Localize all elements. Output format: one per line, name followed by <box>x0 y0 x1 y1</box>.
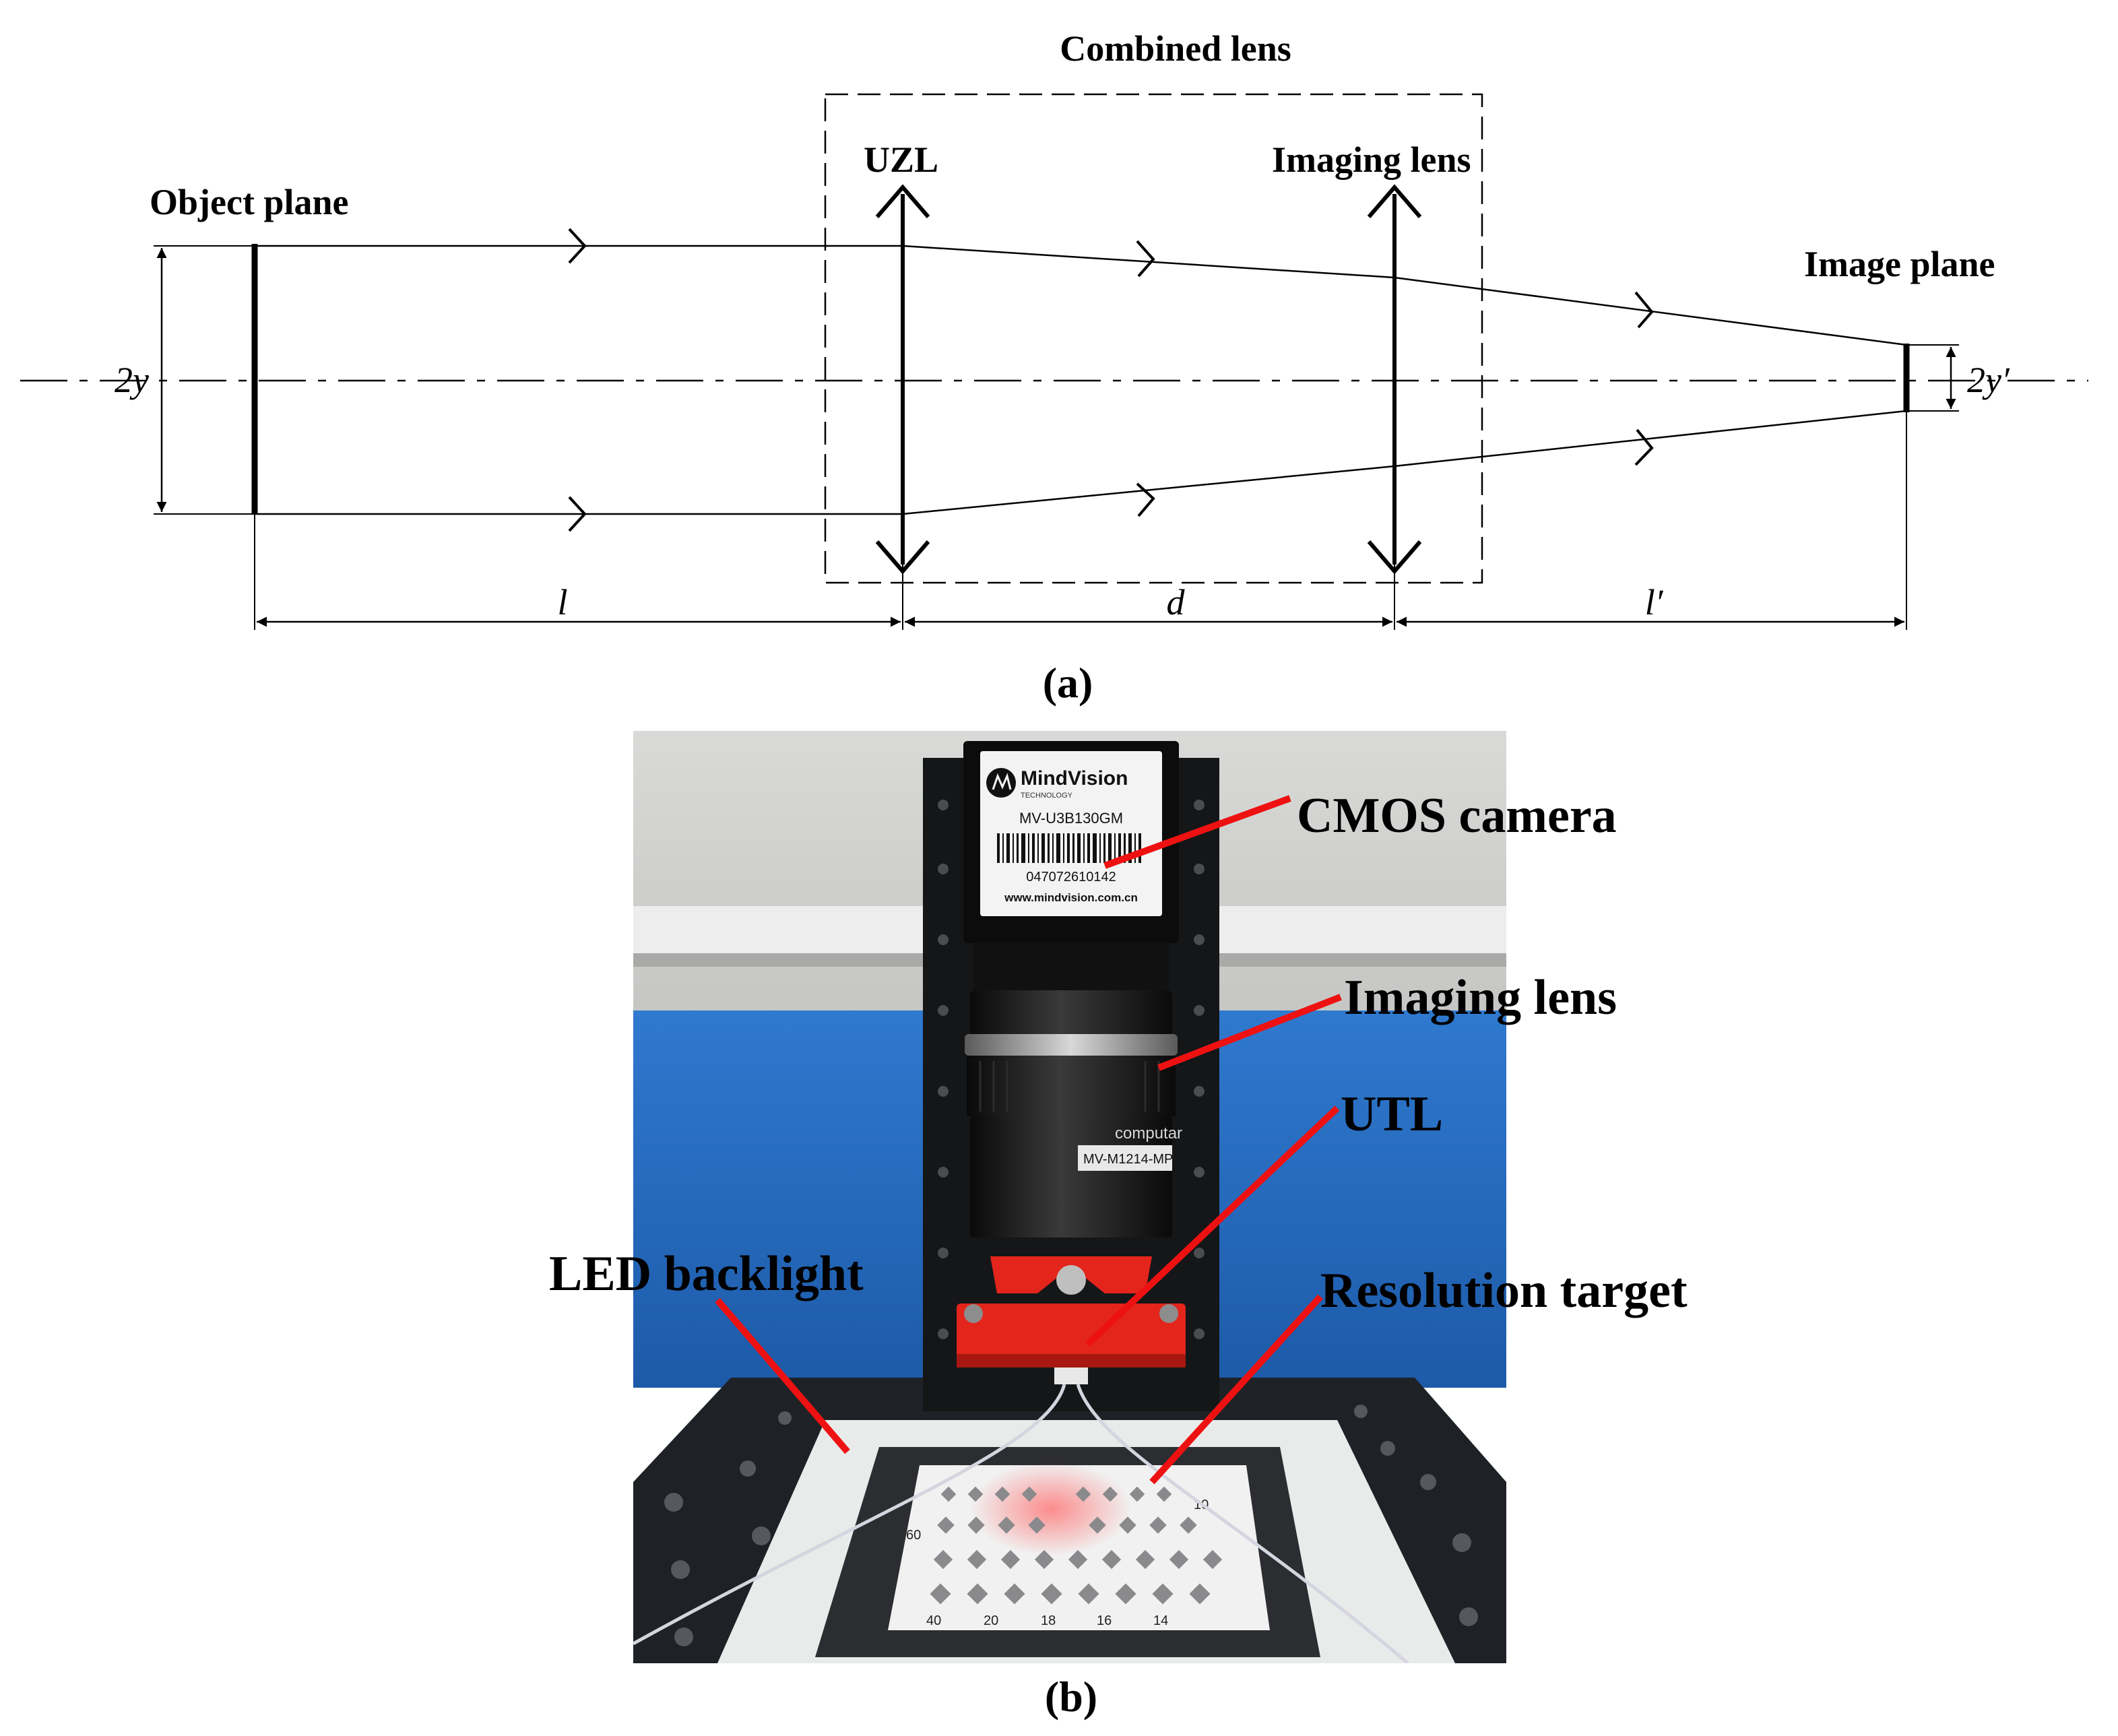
imaging-lens <box>1367 184 1422 575</box>
imaging-lens-label: Imaging lens <box>1272 139 1471 180</box>
ray-lower <box>255 410 1907 515</box>
camera-model: MV-U3B130GM <box>1019 810 1123 827</box>
camera-logo-mark <box>992 773 1012 790</box>
imaging-lens-barrel <box>970 990 1172 1037</box>
utl-fiber-holder <box>1054 1368 1088 1384</box>
target-scale-number: 14 <box>1153 1613 1168 1628</box>
object-plane-label: Object plane <box>150 182 348 222</box>
lens-model: MV-M1214-MP <box>1083 1152 1173 1167</box>
callout-line-cmos <box>1103 795 1291 869</box>
camera-url: www.mindvision.com.cn <box>1004 891 1138 904</box>
object-height-label: 2y <box>115 360 149 400</box>
callout-line-resolution-target <box>1149 1294 1323 1485</box>
target-scale-number: 18 <box>1041 1613 1056 1628</box>
led-backlight-label: LED backlight <box>549 1246 864 1301</box>
ray-arrow <box>1136 482 1155 517</box>
lens-model-plate <box>1078 1145 1172 1171</box>
camera-serial: 047072610142 <box>1026 870 1116 885</box>
fiber-right <box>1076 1384 1409 1663</box>
rail-holes <box>938 800 1205 1339</box>
dist-d-label: d <box>1167 582 1186 622</box>
resolution-target-label: Resolution target <box>1320 1263 1688 1318</box>
mount-screw <box>964 1304 983 1323</box>
camera-brand-sub: TECHNOLOGY <box>1021 792 1073 800</box>
lens-grip <box>979 1061 1160 1112</box>
ray-arrow <box>1136 240 1155 278</box>
imaging-lens-photo-label: Imaging lens <box>1344 970 1617 1025</box>
target-scale-number: 40 <box>926 1613 941 1628</box>
target-scale-number: 20 <box>984 1613 998 1628</box>
utl-label: UTL <box>1341 1087 1443 1142</box>
lens-brand: computar <box>1115 1124 1182 1143</box>
ray-upper <box>255 245 1907 346</box>
ray-arrow <box>568 228 587 264</box>
utl-mount-shadow <box>957 1354 1186 1368</box>
ray-arrow <box>568 496 587 532</box>
camera-lower-body <box>973 943 1169 997</box>
fiber-left <box>633 1384 1066 1646</box>
target-scale: 40 20 18 16 14 60 10 <box>906 1498 1209 1628</box>
red-glow <box>970 1462 1132 1556</box>
image-height-label: 2y′ <box>1967 360 2010 400</box>
ray-arrow <box>1634 428 1654 466</box>
ray-arrow <box>1634 291 1654 329</box>
combined-lens-box <box>824 93 1483 584</box>
target-scale-number: 16 <box>1097 1613 1112 1628</box>
utl-mount-block <box>957 1304 1186 1368</box>
table-holes <box>664 1405 1478 1646</box>
dist-l-prime-label: l′ <box>1645 582 1664 622</box>
utl-mount-ball <box>1056 1265 1086 1295</box>
callout-line-led <box>715 1297 850 1454</box>
cmos-camera-label: CMOS camera <box>1297 788 1617 843</box>
callout-line-utl <box>1085 1105 1340 1347</box>
mount-screw <box>1159 1304 1178 1323</box>
camera-brand: MindVision <box>1021 767 1128 790</box>
setup-photo: 40 20 18 16 14 60 10 <box>549 731 1688 1721</box>
caption-a: (a) <box>1043 659 1093 707</box>
imaging-lens-ring <box>965 1034 1178 1056</box>
camera-barcode <box>997 833 1141 863</box>
target-side-number: 60 <box>906 1528 921 1543</box>
uzl-label: UZL <box>864 139 938 180</box>
image-plane-label: Image plane <box>1804 244 1995 284</box>
imaging-lens-focus-ring <box>967 1056 1176 1116</box>
utl-mount-bracket <box>990 1256 1152 1293</box>
combined-lens-label: Combined lens <box>1060 28 1291 69</box>
optical-diagram: Combined lens Object plane 2y UZL <box>20 28 2088 707</box>
dist-l-label: l <box>557 582 567 622</box>
camera-label-plate <box>980 751 1162 916</box>
callout-line-imaging-lens <box>1157 994 1342 1071</box>
caption-b: (b) <box>1045 1673 1097 1721</box>
